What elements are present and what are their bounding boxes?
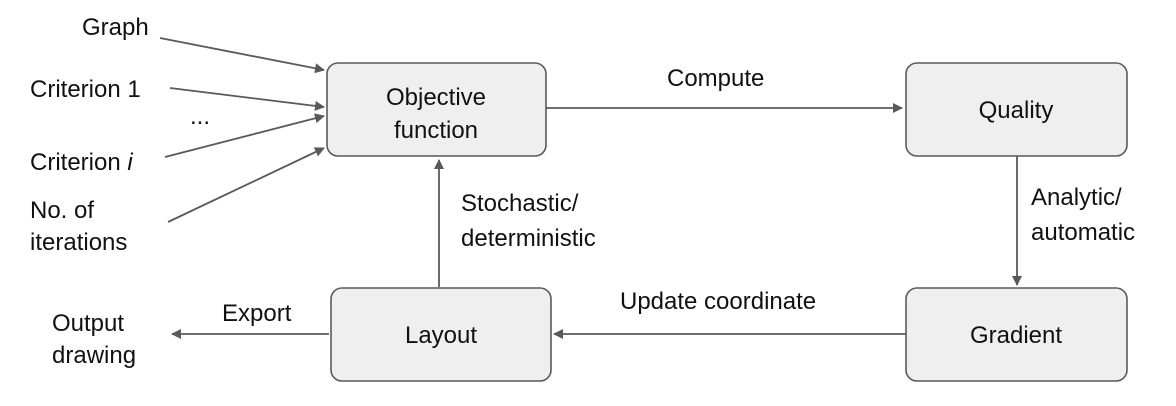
layout-label: Layout <box>405 322 477 349</box>
criterion-1-input-arrow <box>169 87 325 111</box>
graph-input-arrow <box>159 37 325 74</box>
gradient-label: Gradient <box>970 322 1062 349</box>
objective-function-node: Objective function <box>326 62 547 157</box>
criterion-i-prefix: Criterion <box>30 149 127 176</box>
iterations-input-arrow <box>167 147 325 223</box>
output-label-line-2: drawing <box>52 342 136 369</box>
iterations-label-line-2: iterations <box>30 229 127 256</box>
export-label: Export <box>222 300 292 327</box>
iterations-label-line-1: No. of <box>30 197 94 224</box>
criterion-i-variable: i <box>127 149 133 176</box>
layout-node: Layout <box>330 287 552 382</box>
criterion-i-label: Criterion i <box>30 149 133 176</box>
analytic-label-line-1: Analytic/ <box>1031 184 1122 211</box>
svg-text:Objective: Objective <box>386 84 486 111</box>
update-coordinate-label: Update coordinate <box>620 288 816 315</box>
ellipsis-label: ... <box>190 103 210 130</box>
stochastic-label-line-1: Stochastic/ <box>461 190 579 217</box>
analytic-label-line-2: automatic <box>1031 219 1135 246</box>
criterion-1-label: Criterion 1 <box>30 76 141 103</box>
stochastic-label-line-2: deterministic <box>461 225 596 252</box>
objective-line-1: Objective <box>386 84 486 111</box>
output-label-line-1: Output <box>52 310 124 337</box>
compute-label: Compute <box>667 65 764 92</box>
graph-input-label: Graph <box>82 14 149 41</box>
quality-node: Quality <box>905 62 1128 157</box>
quality-label: Quality <box>979 97 1054 124</box>
criterion-i-input-arrow <box>164 113 325 158</box>
objective-line-2: function <box>394 117 478 144</box>
gradient-node: Gradient <box>905 287 1128 382</box>
svg-text:function: function <box>394 117 478 144</box>
